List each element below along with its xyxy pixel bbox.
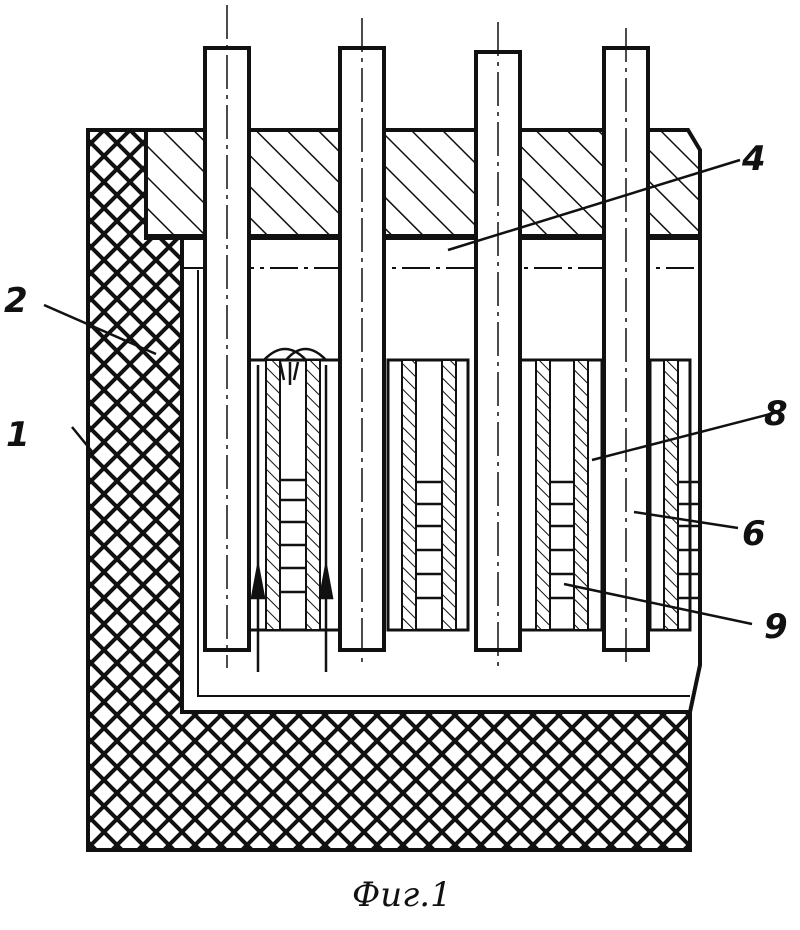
- tube-assembly-2: [388, 360, 468, 630]
- label-2: 2: [4, 281, 28, 321]
- label-8: 8: [764, 394, 788, 434]
- label-4: 4: [741, 139, 766, 179]
- label-9: 9: [764, 607, 788, 647]
- figure-caption: Фиг.1: [352, 875, 452, 915]
- label-6: 6: [742, 514, 766, 554]
- label-1: 1: [6, 415, 30, 455]
- tube-assembly-1: [248, 349, 346, 672]
